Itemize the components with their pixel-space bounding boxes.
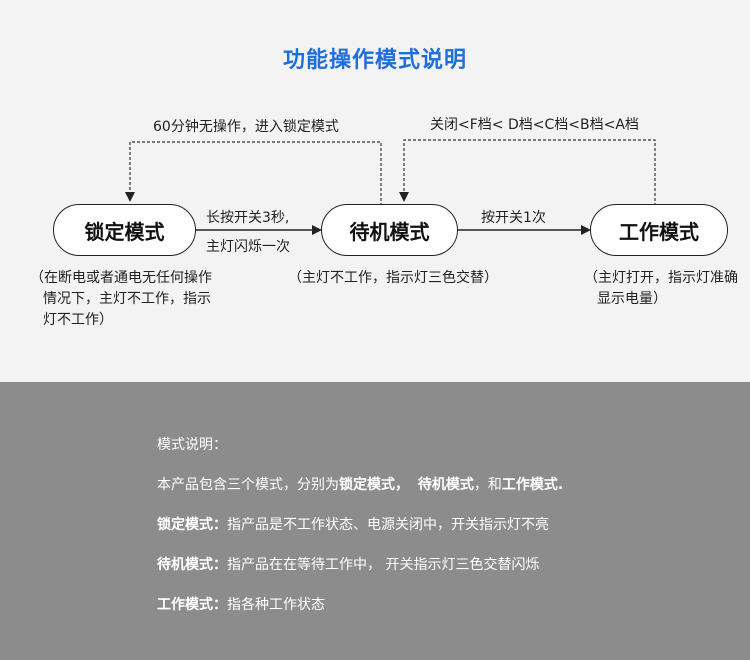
label-timeout-to-lock: 60分钟无操作，进入锁定模式 [153,119,339,135]
flow-connectors [125,139,656,235]
note-lock: （在断电或者通电无任何操作 情况下，主灯不工作，指示 灯不工作） [30,268,212,331]
work-text: 指各种工作状态 [227,597,325,613]
loop-work-to-standby [399,139,656,206]
note-standby: （主灯不工作，指示灯三色交替） [288,270,498,286]
mode-lock-node: 锁定模式 [53,204,196,256]
label-long-press: 长按开关3秒, [206,210,290,226]
description-lock: 锁定模式：指产品是不工作状态、电源关闭中，开关指示灯不亮 [157,514,549,534]
intro-standby-term: 待机模式 [417,477,474,493]
label-flash-once: 主灯闪烁一次 [206,239,290,255]
label-gear-order: 关闭<F档< D档<C档<B档<A档 [430,117,639,133]
intro-work-term: 工作模式. [501,477,564,493]
mode-standby-node: 待机模式 [321,204,458,256]
intro-lock-term: 锁定模式， [339,477,409,493]
note-work-line1: （主灯打开，指示灯准确 [584,270,738,286]
intro-prefix: 本产品包含三个模式，分别为 [157,477,339,493]
label-press-once: 按开关1次 [481,210,546,226]
page-title: 功能操作模式说明 [282,48,467,73]
note-lock-line3: 灯不工作） [43,312,113,328]
work-term: 工作模式： [157,597,227,613]
lock-term: 锁定模式： [157,517,227,533]
description-panel [0,382,750,660]
description-heading: 模式说明： [157,437,227,453]
description-work: 工作模式：指各种工作状态 [157,594,325,614]
loop-standby-to-lock [125,141,382,206]
note-lock-line2: 情况下，主灯不工作，指示 [43,291,211,307]
standby-text: 指产品在在等待工作中， 开关指示灯三色交替闪烁 [227,557,540,573]
description-intro: 本产品包含三个模式，分别为锁定模式， 待机模式，和工作模式. [157,474,563,494]
note-lock-line1: （在断电或者通电无任何操作 [30,270,212,286]
note-work: （主灯打开，指示灯准确 显示电量） [584,268,738,310]
standby-term: 待机模式： [157,557,227,573]
lock-text: 指产品是不工作状态、电源关闭中，开关指示灯不亮 [227,517,549,533]
diagram-area [0,0,750,382]
description-standby: 待机模式：指产品在在等待工作中， 开关指示灯三色交替闪烁 [157,554,539,574]
intro-and: ，和 [473,477,502,493]
mode-work-node: 工作模式 [590,204,728,256]
note-work-line2: 显示电量） [597,291,667,307]
